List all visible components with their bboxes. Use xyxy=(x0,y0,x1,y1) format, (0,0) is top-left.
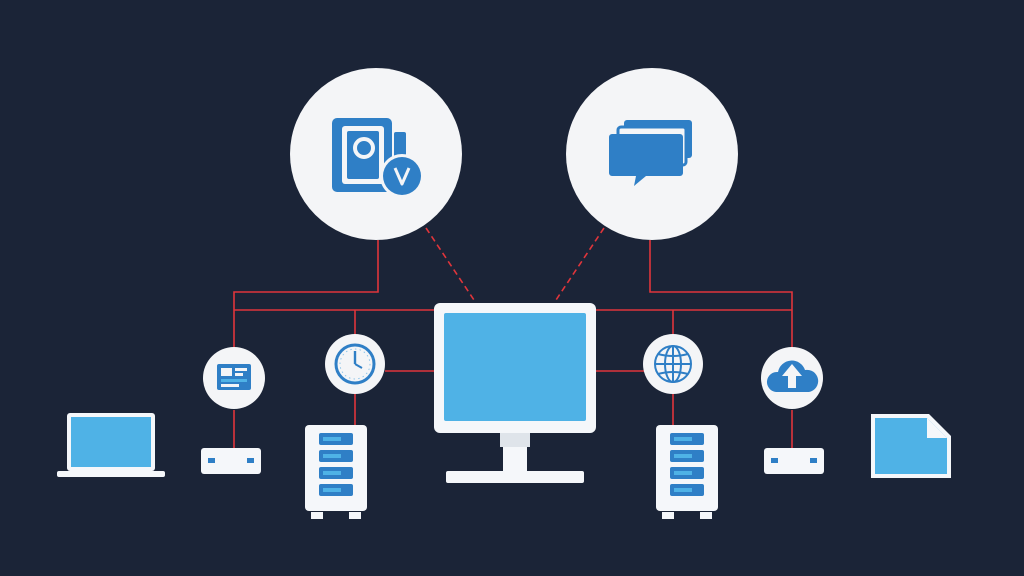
connector-lines xyxy=(233,227,793,448)
connector-media-monitor xyxy=(425,227,475,301)
globe-icon xyxy=(654,345,692,383)
clock-icon xyxy=(334,343,376,385)
desktop-monitor-icon xyxy=(434,303,596,483)
connector-chat-right xyxy=(649,240,793,348)
connector-chat-monitor xyxy=(555,227,605,301)
router-icon xyxy=(201,448,261,474)
cloud-upload-icon xyxy=(766,360,819,392)
right-server xyxy=(656,425,718,519)
laptop-icon xyxy=(57,413,165,477)
router-icon xyxy=(764,448,824,474)
secure-media-circle xyxy=(290,68,462,240)
chat-bubbles-icon xyxy=(609,120,692,186)
dashboard-icon xyxy=(217,364,251,390)
globe-node xyxy=(643,334,703,394)
server-rack-icon xyxy=(305,425,367,519)
clock-node xyxy=(325,334,385,394)
cloud-upload-node xyxy=(761,347,823,409)
server-rack-icon xyxy=(656,425,718,519)
messaging-circle xyxy=(566,68,738,240)
laptop xyxy=(57,413,165,477)
data-node xyxy=(203,347,265,409)
document xyxy=(871,414,951,478)
right-router xyxy=(764,448,824,474)
central-monitor xyxy=(434,303,596,483)
connector-media-left xyxy=(233,240,379,348)
media-shield-icon xyxy=(332,118,424,198)
left-router xyxy=(201,448,261,474)
left-server xyxy=(305,425,367,519)
document-icon xyxy=(871,414,951,478)
